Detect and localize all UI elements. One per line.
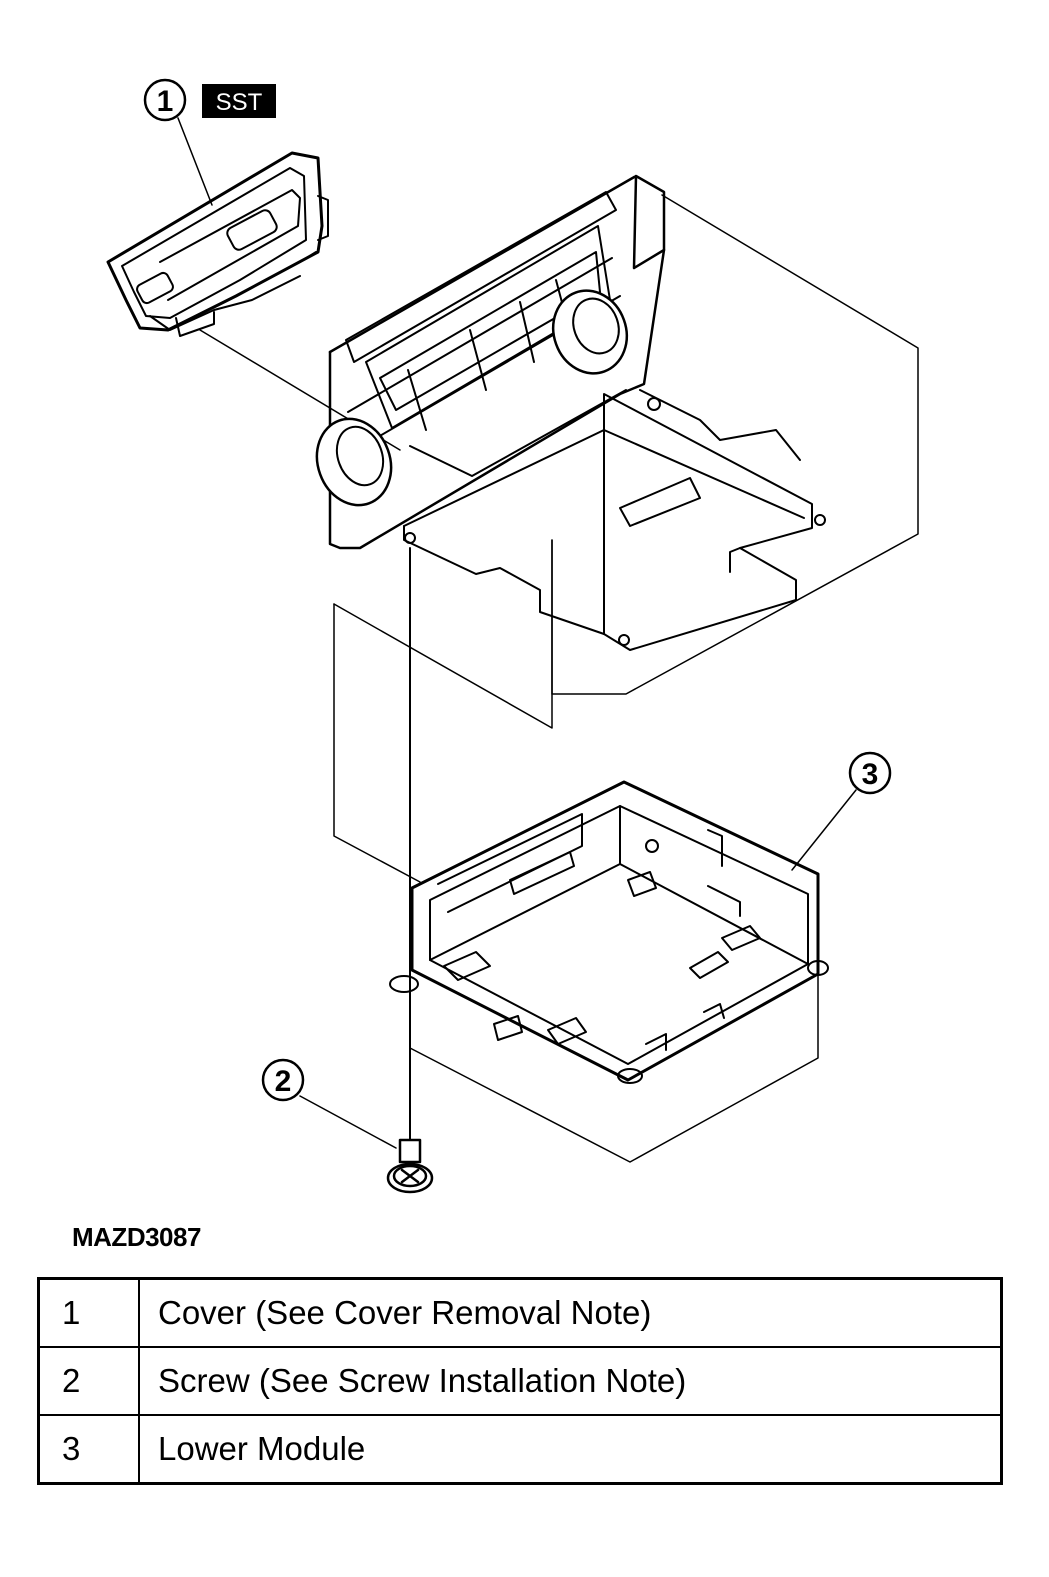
svg-text:SST: SST [216, 89, 263, 116]
legend-row: 1 Cover (See Cover Removal Note) [37, 1277, 1003, 1348]
legend-item-number: 1 [37, 1277, 140, 1348]
legend-row: 3 Lower Module [37, 1414, 1003, 1485]
svg-text:1: 1 [157, 85, 174, 118]
exploded-view-diagram: 1 SST 2 3 [106, 78, 919, 1194]
legend-item-description: Screw (See Screw Installation Note) [138, 1346, 1003, 1416]
screw-part [386, 1138, 434, 1194]
legend-row: 2 Screw (See Screw Installation Note) [37, 1346, 1003, 1416]
legend-item-number: 2 [37, 1346, 140, 1416]
legend-item-description: Cover (See Cover Removal Note) [138, 1277, 1003, 1348]
callout-1: 1 [143, 78, 187, 122]
callout-2: 2 [261, 1058, 305, 1102]
svg-text:2: 2 [275, 1065, 292, 1098]
parts-legend-table: 1 Cover (See Cover Removal Note) 2 Screw… [37, 1277, 1003, 1485]
control-unit [315, 174, 919, 695]
ghost-panel-left [333, 539, 553, 729]
legend-item-number: 3 [37, 1414, 140, 1485]
right-knob [551, 289, 629, 375]
cover-part [106, 151, 329, 337]
figure-id: MAZD3087 [72, 1222, 201, 1252]
legend-item-description: Lower Module [138, 1414, 1003, 1485]
sst-tag: SST [202, 84, 276, 118]
left-knob [315, 417, 393, 507]
lower-module [389, 780, 829, 1163]
callout-3: 3 [848, 751, 892, 795]
svg-text:3: 3 [862, 758, 879, 791]
